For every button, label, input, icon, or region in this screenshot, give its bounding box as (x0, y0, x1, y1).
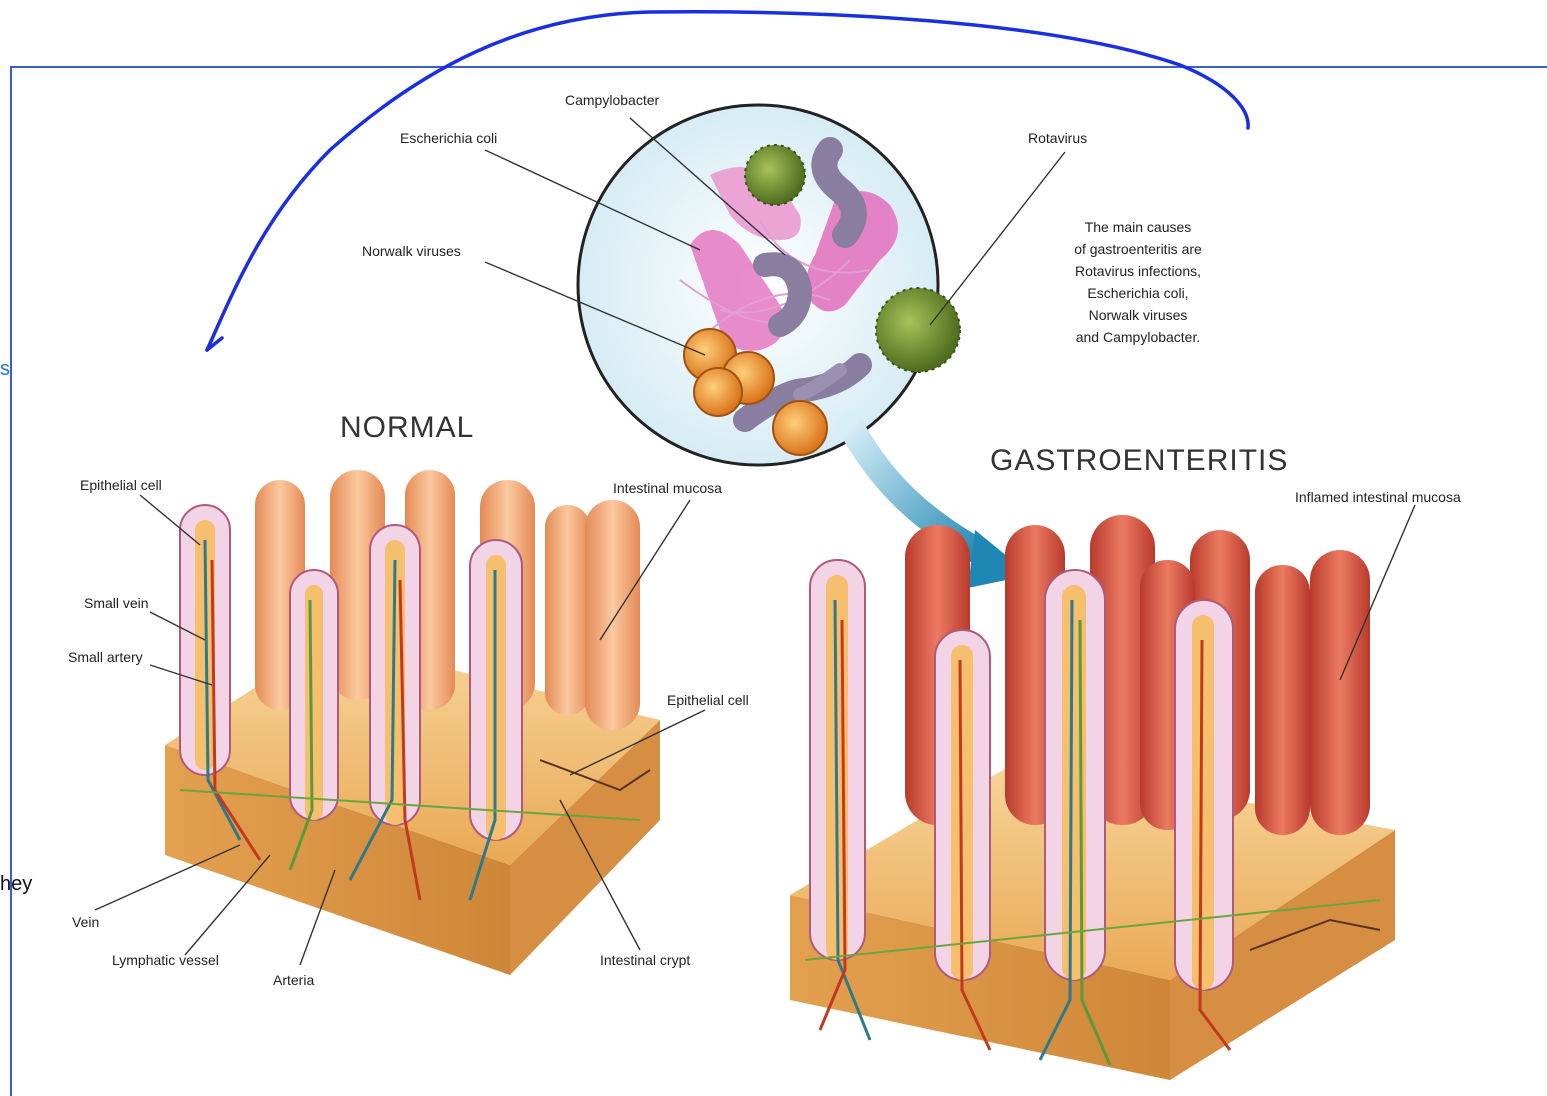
label-norwalk-viruses: Norwalk viruses (362, 243, 461, 259)
svg-text:of gastroenteritis are: of gastroenteritis are (1074, 241, 1202, 257)
label-vein: Vein (72, 914, 99, 930)
label-intestinal-crypt: Intestinal crypt (600, 952, 690, 968)
label-arteria: Arteria (273, 972, 314, 988)
label-campylobacter: Campylobacter (565, 92, 659, 108)
inflamed-tissue-block (790, 515, 1395, 1080)
label-intestinal-mucosa: Intestinal mucosa (613, 480, 722, 496)
svg-text:Norwalk viruses: Norwalk viruses (1089, 307, 1188, 323)
label-small-vein: Small vein (84, 595, 149, 611)
svg-text:and Campylobacter.: and Campylobacter. (1076, 329, 1201, 345)
svg-text:The main causes: The main causes (1085, 219, 1192, 235)
label-small-artery: Small artery (68, 649, 143, 665)
title-normal: NORMAL (340, 411, 474, 444)
causes-note: The main causes of gastroenteritis are R… (1074, 219, 1202, 345)
svg-text:Escherichia coli,: Escherichia coli, (1087, 285, 1188, 301)
label-epithelial-cell-left: Epithelial cell (80, 477, 162, 493)
label-epithelial-cell-right: Epithelial cell (667, 692, 749, 708)
label-lymphatic-vessel: Lymphatic vessel (112, 952, 219, 968)
pathogen-circle (578, 105, 960, 465)
svg-text:Rotavirus infections,: Rotavirus infections, (1075, 263, 1201, 279)
title-gastroenteritis: GASTROENTERITIS (990, 444, 1288, 477)
label-escherichia-coli: Escherichia coli (400, 130, 497, 146)
label-inflamed-intestinal-mucosa: Inflamed intestinal mucosa (1295, 489, 1461, 505)
label-rotavirus: Rotavirus (1028, 130, 1087, 146)
normal-tissue-block (165, 470, 660, 975)
